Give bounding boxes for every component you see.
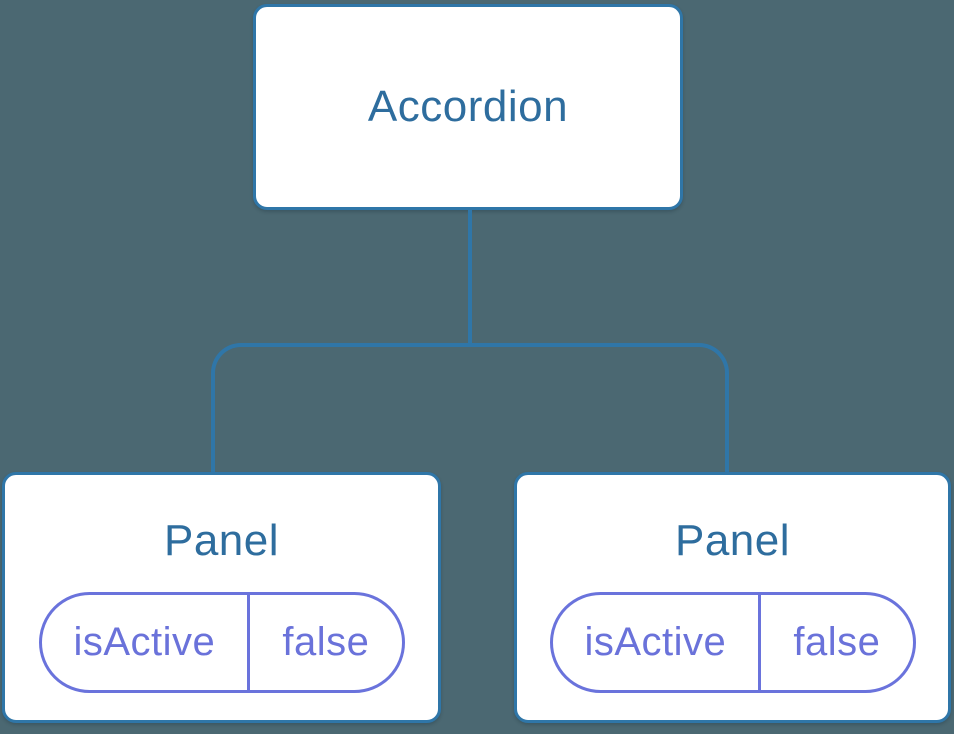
node-panel-left: Panel isActive false: [2, 472, 441, 723]
panel-left-title: Panel: [163, 516, 280, 565]
state-value: false: [282, 620, 370, 664]
node-accordion: Accordion: [253, 4, 683, 210]
state-key: isActive: [553, 595, 762, 690]
panel-right-state-pill: isActive false: [549, 592, 916, 693]
connector-bracket: [211, 343, 729, 472]
node-panel-right: Panel isActive false: [514, 472, 951, 723]
state-value: false: [793, 620, 881, 664]
panel-right-title: Panel: [674, 516, 791, 565]
connector-stem: [468, 210, 472, 343]
accordion-label: Accordion: [367, 82, 569, 131]
state-key: isActive: [42, 595, 251, 690]
panel-left-state-pill: isActive false: [38, 592, 405, 693]
